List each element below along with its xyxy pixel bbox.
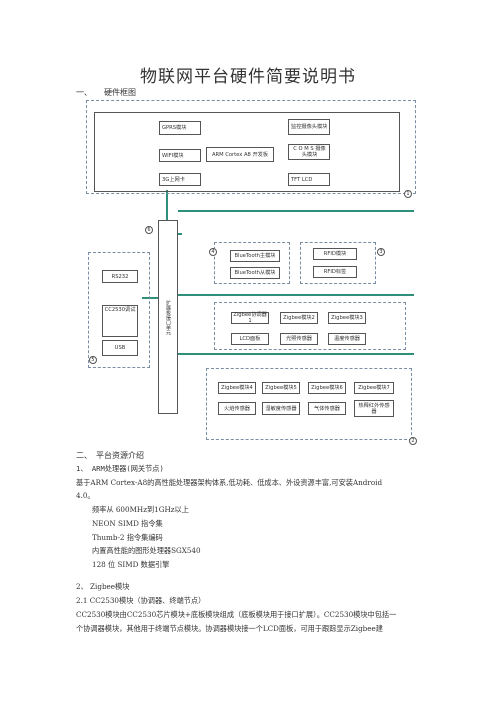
marker-4: 4 (209, 248, 217, 256)
pir-sensor: 热释红外传感器 (354, 400, 394, 417)
item1-title: 1、 ARM处理器(网关节点) (76, 461, 164, 476)
marker-2: 2 (409, 437, 417, 445)
bus-stub-bt (178, 233, 182, 235)
arm-board-frame (94, 112, 400, 192)
bus-line-3 (178, 353, 414, 355)
humidity-sensor: 湿敏度传感器 (262, 402, 300, 415)
zigbee-module-2: Zigbee模块2 (280, 312, 318, 324)
lcd-panel: LCD面板 (231, 333, 269, 345)
rfid-tag: RFID标签 (313, 266, 357, 278)
group-zigbee-row2 (206, 368, 412, 440)
item21-desc-a: CC2530模块由CC2530芯片模块+底板模块组成（底板模块用于接口扩展）。C… (76, 610, 397, 619)
camera-module: 监控摄像头模块 (288, 119, 330, 135)
feature-1: 频率从 600MHz到1GHz以上 (92, 505, 189, 514)
3g-card: 3G上网卡 (159, 173, 201, 186)
marker-1: 1 (404, 190, 412, 198)
rs232-port: RS232 (102, 270, 138, 283)
item2-title: 2、 Zigbee模块 (76, 582, 130, 591)
feature-3: Thumb-2 指令集编码 (92, 533, 163, 542)
debugger-lower (102, 312, 138, 337)
item1-desc-b: 4.0。 (76, 491, 95, 500)
expansion-interface-unit: 扩展板接口单元 (158, 220, 178, 414)
marker-6: 6 (145, 226, 153, 234)
marker-5: 5 (89, 356, 97, 364)
item21-desc-b: 个协调器模块，其他用于终端节点模块。协调器模块接一个LCD面板，可用于跟踪显示Z… (76, 624, 383, 633)
item1-desc-a: 基于ARM Cortex-A8的高性能处理器架构体系,低功耗、低成本、外设资源丰… (76, 478, 383, 487)
marker-3: 3 (377, 248, 385, 256)
feature-4: 内置高性能的图形处理器SGX540 (92, 546, 201, 555)
page-title: 物联网平台硬件简要说明书 (140, 67, 356, 87)
usb-port: USB (102, 340, 138, 356)
bus-stub-left (142, 297, 158, 299)
zigbee-coordinator-1: Zigbee协调器1 (231, 312, 269, 324)
item21-title: 2.1 CC2530模块（协调器、终端节点） (76, 596, 206, 605)
light-sensor: 光照传感器 (280, 333, 318, 345)
bus-line-2 (178, 294, 414, 296)
group-zigbee-row1 (214, 302, 406, 350)
rfid-module: RFID模块 (313, 248, 357, 260)
group-rfid (300, 242, 376, 284)
temperature-sensor: 温度传感器 (328, 333, 366, 345)
hardware-block-diagram: GPRS模块 WIFI模块 3G上网卡 ARM Cortex A8 开发板 监控… (86, 100, 417, 445)
arm-cortex-a8-board: ARM Cortex A8 开发板 (206, 147, 274, 162)
bluetooth-master: BlueTooth主模块 (230, 250, 280, 262)
zigbee-module-6: Zigbee模块6 (308, 382, 346, 394)
gas-sensor: 气体传感器 (308, 402, 346, 415)
cmos-camera-module: C O M S 摄像头模块 (288, 144, 330, 160)
bus-line-1 (178, 210, 414, 212)
group-top (86, 100, 416, 194)
bus-vertical-top (166, 190, 168, 222)
feature-2: NEON SIMD 指令集 (92, 519, 163, 528)
bluetooth-slave: BlueTooth从模块 (230, 267, 280, 279)
group-left (88, 252, 150, 368)
flame-sensor: 火焰传感器 (218, 402, 256, 415)
zigbee-module-5: Zigbee模块5 (262, 382, 300, 394)
section-heading-diagram: 一、 硬件框图 (76, 88, 136, 97)
group-bluetooth (214, 242, 290, 284)
zigbee-module-7: Zigbee模块7 (354, 382, 394, 394)
tft-lcd: TFT LCD (288, 173, 330, 186)
zigbee-module-3: Zigbee模块3 (328, 312, 366, 324)
section-heading-resources: 二、 平台资源介绍 (76, 451, 144, 460)
wifi-module: WIFI模块 (159, 149, 201, 162)
zigbee-module-4: Zigbee模块4 (218, 382, 256, 394)
feature-5: 128 位 SIMD 数据引擎 (92, 560, 170, 569)
gprs-module: GPRS模块 (159, 121, 201, 135)
item1-title-text: 1、 ARM处理器(网关节点) (76, 464, 164, 473)
